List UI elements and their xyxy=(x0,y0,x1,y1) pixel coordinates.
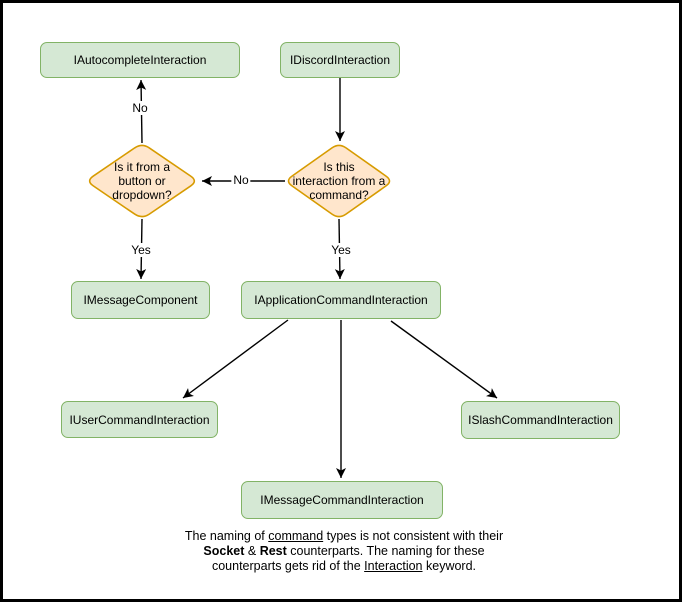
node-idiscord-interaction: IDiscordInteraction xyxy=(280,42,400,78)
edge-label-yes-right: Yes xyxy=(329,243,353,257)
caption-segment: Interaction xyxy=(364,559,423,573)
caption-segment: Rest xyxy=(259,544,287,558)
node-islash-command-interaction: ISlashCommandInteraction xyxy=(461,401,620,439)
caption-segment: The naming of xyxy=(184,529,269,543)
node-label: ISlashCommandInteraction xyxy=(468,413,613,427)
caption-segment: & xyxy=(244,544,260,558)
node-label: IMessageCommandInteraction xyxy=(260,493,424,507)
caption-segment: counterparts gets rid of the xyxy=(211,559,365,573)
node-label: IUserCommandInteraction xyxy=(69,412,210,427)
caption-line-3: counterparts gets rid of the Interaction… xyxy=(144,559,544,574)
node-imessage-component: IMessageComponent xyxy=(71,281,210,319)
caption-segment: keyword. xyxy=(422,559,477,573)
node-imessage-command-interaction: IMessageCommandInteraction xyxy=(241,481,443,519)
caption-text: The naming of command types is not consi… xyxy=(144,529,544,574)
edge-label-no-up: No xyxy=(130,101,150,115)
decision-line: command? xyxy=(309,188,369,202)
caption-segment: counterparts. The naming for these xyxy=(286,544,485,558)
arrow-app-to-user-command xyxy=(182,319,289,399)
edge-label-yes-left: Yes xyxy=(129,243,153,257)
node-label: IApplicationCommandInteraction xyxy=(254,293,428,307)
node-iuser-command-interaction: IUserCommandInteraction xyxy=(61,401,218,438)
node-label: IDiscordInteraction xyxy=(289,53,391,67)
arrow-app-to-slash-command xyxy=(390,320,498,399)
node-label: IAutocompleteInteraction xyxy=(73,53,207,67)
node-iapplication-command-interaction: IApplicationCommandInteraction xyxy=(241,281,441,319)
caption-line-1: The naming of command types is not consi… xyxy=(144,529,544,544)
decision-line: button or xyxy=(118,174,166,188)
caption-segment: types is not consistent with their xyxy=(323,529,504,543)
decision-from-command-shape xyxy=(287,144,391,218)
decision-from-command-text: Is this interaction from a command? xyxy=(282,160,396,202)
caption-segment: Socket xyxy=(203,544,245,558)
decision-line: Is this xyxy=(323,160,355,174)
decision-button-dropdown-text: Is it from a button or dropdown? xyxy=(92,160,192,202)
caption-line-2: Socket & Rest counterparts. The naming f… xyxy=(144,544,544,559)
node-label: IMessageComponent xyxy=(83,293,198,307)
decision-line: Is it from a xyxy=(113,160,170,174)
decision-line: dropdown? xyxy=(112,188,172,202)
decision-line: interaction from a xyxy=(292,174,386,188)
edge-label-no-left: No xyxy=(231,173,251,187)
node-iautocomplete-interaction: IAutocompleteInteraction xyxy=(40,42,240,78)
decision-button-dropdown-shape xyxy=(88,144,196,218)
caption-segment: command xyxy=(268,529,324,543)
